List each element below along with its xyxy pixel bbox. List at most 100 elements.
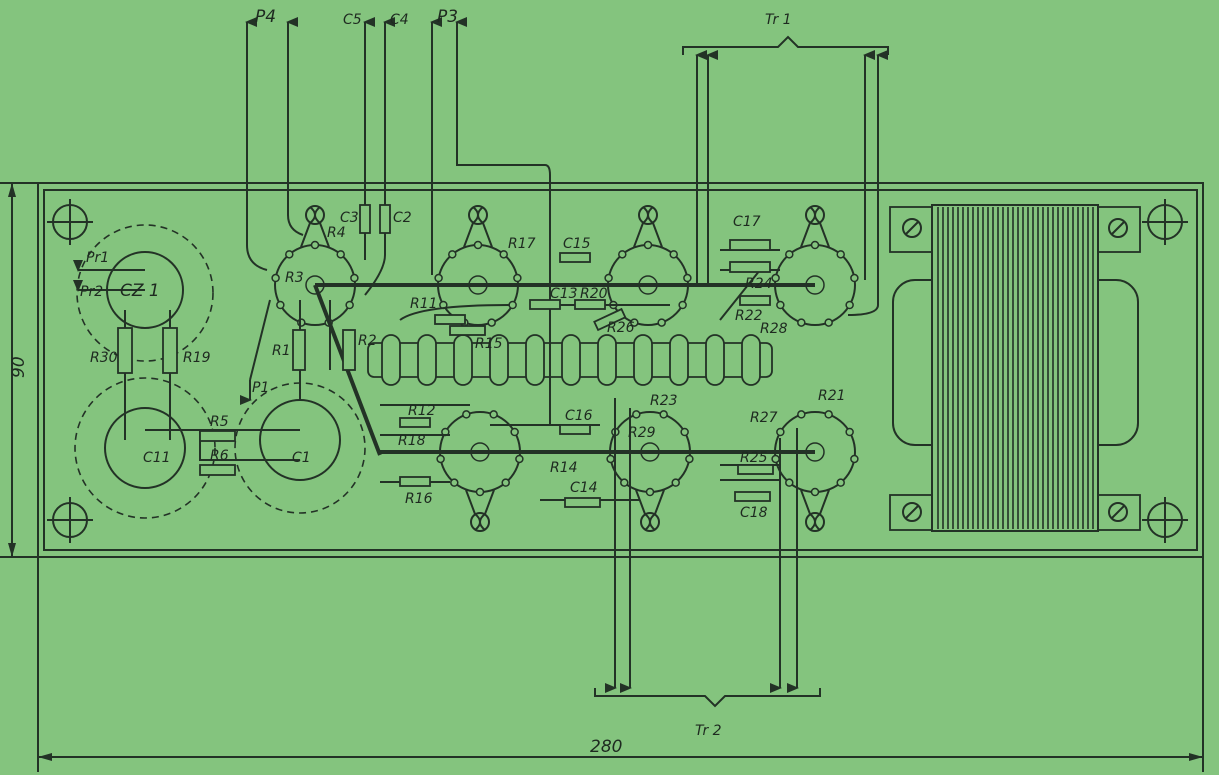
- label-r20: R20: [580, 286, 608, 302]
- socket-pin: [645, 487, 655, 497]
- label-c2: C2: [393, 210, 412, 226]
- solder-tag: [705, 334, 725, 386]
- socket-pin: [475, 487, 485, 497]
- socket-pin: [680, 427, 689, 437]
- label-r29: R29: [628, 425, 656, 441]
- component-labels: CZ 1 R30 R19 C11 R5 R6 C1 C3 C2 R4 R3 R1…: [90, 210, 846, 521]
- socket-pin: [678, 300, 687, 310]
- label-r23: R23: [650, 393, 678, 409]
- socket-pin: [797, 318, 806, 327]
- socket-pin: [350, 273, 359, 283]
- socket-pin: [845, 427, 854, 437]
- label-r14: R14: [550, 460, 578, 476]
- socket-pin: [434, 273, 443, 283]
- socket-pin: [310, 240, 320, 250]
- label-r30: R30: [90, 350, 118, 366]
- label-p4: P4: [255, 7, 276, 27]
- solder-tag: [741, 334, 761, 386]
- solder-tag: [489, 334, 509, 386]
- socket-pin: [606, 454, 615, 464]
- heater-lead: [805, 512, 825, 532]
- solder-tag: [669, 334, 689, 386]
- label-c4: C4: [390, 12, 409, 28]
- socket-pin: [604, 273, 613, 283]
- solder-tag: [381, 334, 401, 386]
- socket-pin: [501, 478, 510, 487]
- socket-pin: [845, 300, 854, 310]
- heater-lead: [640, 512, 660, 532]
- socket-pin: [810, 240, 820, 250]
- socket-pin: [824, 318, 833, 327]
- connection-arrows: [73, 17, 888, 693]
- socket-pin: [850, 454, 859, 464]
- heater-lead: [468, 205, 488, 225]
- label-c1: C1: [292, 450, 311, 466]
- solder-tag: [417, 334, 437, 386]
- socket-pin: [448, 250, 457, 259]
- label-tr2: Tr 2: [695, 723, 722, 739]
- dimension-lines: [0, 182, 1204, 772]
- label-c14: C14: [570, 480, 598, 496]
- socket-pin: [345, 300, 354, 310]
- label-r12: R12: [408, 403, 436, 419]
- socket-pin: [336, 250, 345, 259]
- socket-pin: [669, 250, 678, 259]
- label-r24: R24: [745, 276, 773, 292]
- label-r18: R18: [398, 433, 426, 449]
- solder-tag: [453, 334, 473, 386]
- socket-pin: [776, 300, 785, 310]
- label-c13: C13: [550, 286, 578, 302]
- label-r3: R3: [285, 270, 304, 286]
- socket-pin: [785, 250, 794, 259]
- label-tr1: Tr 1: [765, 12, 792, 28]
- tr1-brace: [682, 35, 889, 55]
- label-r26: R26: [607, 320, 635, 336]
- socket-pin: [659, 410, 668, 419]
- mounting-holes: [47, 199, 1188, 543]
- connection-labels: P4 C5 C4 P3 Tr 1 Tr 2 P1 Pr1 Pr2: [80, 7, 792, 739]
- tube-socket: [604, 205, 692, 327]
- label-cz1: CZ 1: [120, 281, 160, 301]
- label-pr2: Pr2: [80, 284, 103, 300]
- resistors-and-capacitors: [117, 204, 774, 508]
- label-p1: P1: [252, 380, 269, 396]
- label-c11: C11: [143, 450, 171, 466]
- label-r6: R6: [210, 448, 229, 464]
- socket-pin: [632, 410, 641, 419]
- socket-pin: [271, 273, 280, 283]
- socket-pin: [824, 410, 833, 419]
- socket-pin: [618, 250, 627, 259]
- label-r25: R25: [740, 450, 768, 466]
- label-r5: R5: [210, 414, 229, 430]
- label-r16: R16: [405, 491, 433, 507]
- socket-pin: [462, 410, 471, 419]
- heater-lead: [805, 205, 825, 225]
- socket-pin: [285, 250, 294, 259]
- solder-tag: [525, 334, 545, 386]
- label-r1: R1: [272, 343, 291, 359]
- socket-pin: [836, 478, 845, 487]
- socket-pin: [630, 318, 639, 327]
- socket-pin: [297, 318, 306, 327]
- label-r28: R28: [760, 321, 788, 337]
- tag-strip: [367, 334, 773, 386]
- label-c15: C15: [563, 236, 591, 252]
- socket-pin: [657, 318, 666, 327]
- board-outline: [37, 182, 1204, 558]
- socket-pin: [515, 454, 524, 464]
- label-r22: R22: [735, 308, 763, 324]
- socket-pin: [683, 273, 692, 283]
- socket-pin: [276, 300, 285, 310]
- socket-pin: [620, 478, 629, 487]
- width-dimension: 280: [590, 737, 622, 757]
- socket-pin: [776, 427, 785, 437]
- tube-socket: [771, 410, 859, 532]
- tube-socket: [436, 410, 524, 532]
- socket-pin: [850, 273, 859, 283]
- socket-pin: [836, 250, 845, 259]
- heater-lead: [638, 205, 658, 225]
- socket-pin: [513, 273, 522, 283]
- transformer: [889, 204, 1141, 532]
- socket-pin: [499, 250, 508, 259]
